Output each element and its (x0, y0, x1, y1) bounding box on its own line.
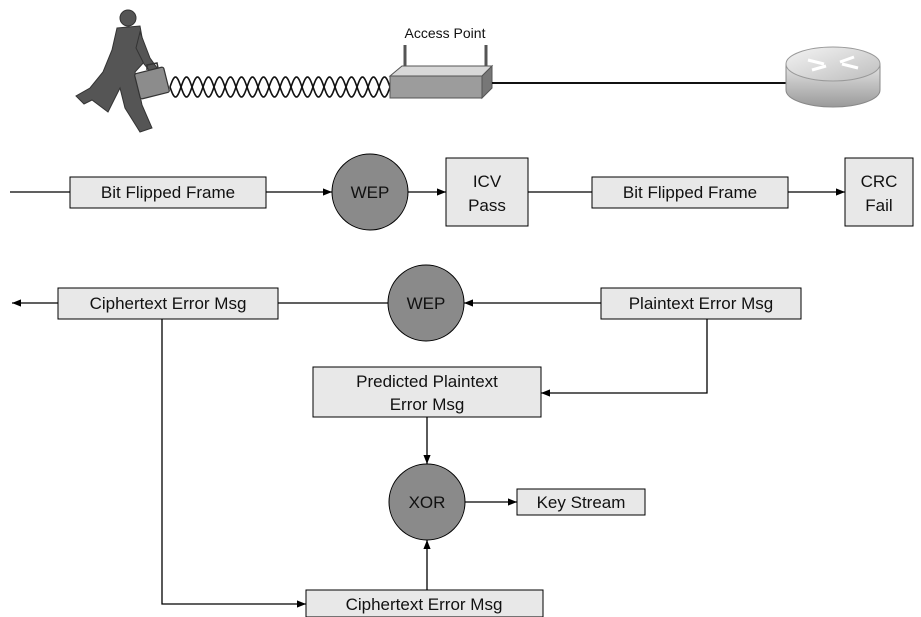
bit-flipped-frame-label-2: Bit Flipped Frame (623, 183, 757, 202)
bit-flipped-frame-label-1: Bit Flipped Frame (101, 183, 235, 202)
crc-fail-label: Fail (865, 196, 892, 215)
wep-label-1: WEP (351, 183, 390, 202)
arrow-plaintext-to-predicted (541, 319, 708, 397)
attacker-icon (75, 9, 161, 133)
key-stream-label: Key Stream (537, 493, 626, 512)
ciphertext-error-label-bottom: Ciphertext Error Msg (346, 595, 503, 614)
plaintext-error-box: Plaintext Error Msg (600, 287, 802, 320)
wep-label-2: WEP (407, 294, 446, 313)
predicted-plaintext-label-line2: Error Msg (390, 395, 465, 414)
ciphertext-error-box-bottom: Ciphertext Error Msg (305, 589, 544, 617)
plaintext-error-label: Plaintext Error Msg (629, 294, 774, 313)
xor-label: XOR (409, 493, 446, 512)
predicted-plaintext-label-line1: Predicted Plaintext (356, 372, 498, 391)
xor-node: XOR (388, 463, 466, 541)
wep-node-2: WEP (387, 264, 465, 342)
ciphertext-error-label-top: Ciphertext Error Msg (90, 294, 247, 313)
ciphertext-error-box-top: Ciphertext Error Msg (57, 287, 279, 320)
icv-pass-box: ICV Pass (445, 157, 529, 227)
briefcase-icon (134, 62, 170, 100)
icv-pass-label: Pass (468, 196, 506, 215)
wep-node-1: WEP (331, 153, 409, 231)
crc-label: CRC (861, 172, 898, 191)
bit-flipped-frame-box-2: Bit Flipped Frame (591, 176, 789, 209)
wireless-link-phase (169, 76, 391, 98)
access-point-icon: Access Point (388, 25, 494, 100)
router-icon (785, 46, 881, 108)
crc-fail-box: CRC Fail (844, 157, 914, 227)
bit-flipped-frame-box-1: Bit Flipped Frame (69, 176, 267, 209)
predicted-plaintext-box: Predicted Plaintext Error Msg (312, 366, 542, 418)
access-point-label: Access Point (405, 25, 486, 41)
arrow-ciphertext-to-bottom (161, 319, 306, 608)
key-stream-box: Key Stream (516, 488, 646, 516)
icv-label: ICV (473, 172, 502, 191)
